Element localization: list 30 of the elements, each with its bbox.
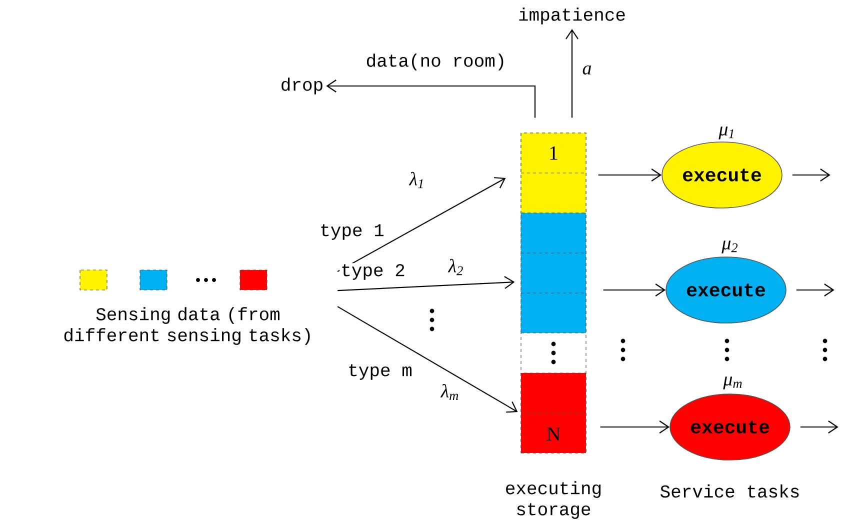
arrow — [337, 306, 518, 413]
edge-label: data(no room) — [364, 52, 508, 72]
arrow — [566, 28, 578, 118]
rate-label: μ$_{2}$ — [722, 240, 738, 254]
arrow — [326, 80, 536, 118]
storage-segment: 1 — [520, 132, 586, 214]
arrow — [600, 420, 670, 434]
arrow — [603, 284, 666, 296]
edge-label: type m — [346, 363, 414, 381]
end-label: drop — [282, 78, 322, 94]
rate-label: λ$_{2}$ — [448, 258, 463, 276]
arrow — [792, 168, 830, 182]
arrow — [338, 276, 515, 292]
column-label: Service tasks — [660, 484, 799, 498]
rate-label: λ$_{m}$ — [440, 384, 458, 400]
rate-label: λ$_{1}$ — [408, 172, 423, 188]
arrow — [796, 284, 834, 296]
storage-segment: N — [520, 372, 586, 454]
storage-segment — [520, 212, 586, 334]
storage-label: executing storage — [506, 481, 601, 519]
arrow — [337, 177, 506, 272]
arrow — [598, 168, 662, 182]
rate-label: μ$_{1}$ — [718, 126, 734, 140]
end-label: impatience — [519, 8, 625, 24]
edge-label: type 2 — [340, 263, 406, 281]
arrow — [800, 420, 838, 434]
edge-label: type 1 — [318, 223, 386, 241]
rate-label: μ$_{m}$ — [723, 376, 742, 390]
source-label: Sensing data (from different sensing tasks) — [64, 307, 310, 345]
edge-label: a — [581, 64, 593, 76]
